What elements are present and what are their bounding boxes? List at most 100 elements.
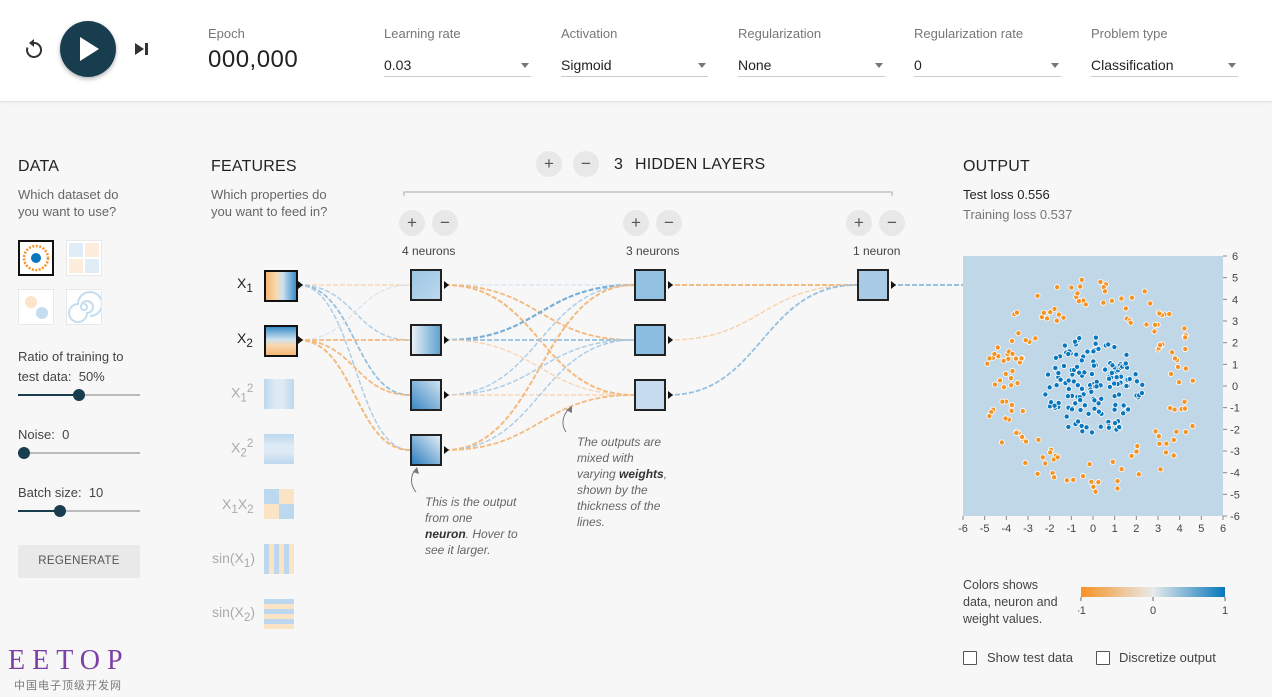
neuron-l3-1[interactable] (857, 269, 889, 301)
layer1-remove-neuron-button[interactable]: − (432, 210, 458, 236)
data-point (1078, 276, 1085, 283)
dataset-gaussian[interactable] (18, 289, 54, 325)
dataset-xor[interactable] (66, 240, 102, 276)
data-point (1015, 330, 1022, 337)
data-point (1098, 395, 1105, 402)
chevron-down-icon (1228, 63, 1236, 68)
remove-layer-button[interactable]: − (573, 151, 599, 177)
noise-value: 0 (62, 427, 70, 442)
batch-slider-track (18, 510, 140, 512)
regenerate-button[interactable]: REGENERATE (18, 545, 140, 578)
data-point (1095, 479, 1102, 486)
feature-box-x2-squared[interactable] (264, 434, 294, 464)
data-point (1069, 406, 1076, 413)
feature-box-x1[interactable] (264, 270, 298, 302)
weights-note: The outputs are mixed with varying weigh… (577, 435, 668, 529)
ratio-slider-knob[interactable] (73, 389, 85, 401)
data-point (1008, 375, 1015, 382)
feature-box-sin-x1[interactable] (264, 544, 294, 574)
layer3-add-neuron-button[interactable]: + (846, 210, 872, 236)
regularization-label: Regularization (738, 26, 822, 41)
output-title: OUTPUT (963, 158, 1030, 175)
feature-box-x2[interactable] (264, 325, 298, 357)
layer3-remove-neuron-button[interactable]: − (879, 210, 905, 236)
data-point (991, 350, 998, 357)
data-point (1105, 424, 1112, 431)
feature-label-sin-x2[interactable]: sin(X2) (212, 604, 256, 624)
ratio-slider[interactable] (18, 388, 140, 402)
activation-select[interactable]: Sigmoid (561, 55, 708, 77)
neuron-l2-2[interactable] (634, 324, 666, 356)
play-icon (80, 37, 99, 61)
dataset-circle[interactable] (18, 240, 54, 276)
noise-slider-knob[interactable] (18, 447, 30, 459)
data-point (1072, 400, 1079, 407)
add-layer-button[interactable]: + (536, 151, 562, 177)
data-point (1170, 452, 1177, 459)
data-point (1091, 405, 1098, 412)
batch-slider-knob[interactable] (54, 505, 67, 517)
neuron-l1-3[interactable] (410, 379, 442, 411)
neuron-l1-2[interactable] (410, 324, 442, 356)
batch-slider[interactable] (18, 504, 140, 518)
data-point (1047, 309, 1054, 316)
regularization-rate-value: 0 (914, 57, 922, 73)
data-point (1019, 434, 1026, 441)
data-point (1182, 428, 1189, 435)
discretize-output-checkbox[interactable] (1096, 651, 1110, 665)
neuron-l1-4[interactable] (410, 434, 442, 466)
feature-box-x1x2[interactable] (264, 489, 294, 519)
discretize-output-label[interactable]: Discretize output (1119, 650, 1216, 665)
arrow-icon (444, 446, 449, 454)
problem-type-select[interactable]: Classification (1091, 55, 1238, 77)
reset-icon[interactable] (24, 38, 44, 60)
link (297, 284, 411, 396)
data-point (1008, 407, 1015, 414)
data-point (986, 355, 993, 362)
data-point (1114, 485, 1121, 492)
feature-label-x2-squared[interactable]: X22 (231, 437, 254, 460)
feature-label-x2[interactable]: X2 (237, 330, 253, 350)
dataset-spiral[interactable] (66, 289, 103, 325)
layer2-add-neuron-button[interactable]: + (623, 210, 649, 236)
show-test-data-checkbox[interactable] (963, 651, 977, 665)
data-subtitle-line1: Which dataset do (18, 187, 119, 202)
layer1-add-neuron-button[interactable]: + (399, 210, 425, 236)
regularization-select[interactable]: None (738, 55, 885, 77)
feature-label-x1[interactable]: X1 (237, 275, 253, 295)
data-point (1090, 483, 1097, 490)
chevron-down-icon (875, 63, 883, 68)
link (667, 284, 858, 341)
spiral-dataset-icon (68, 291, 103, 323)
features-subtitle-line1: Which properties do (211, 187, 327, 202)
feature-label-x1-squared[interactable]: X12 (231, 382, 254, 405)
feature-label-x1x2[interactable]: X1X2 (222, 496, 254, 516)
data-point (1093, 383, 1100, 390)
data-point (1064, 393, 1071, 400)
regularization-value: None (738, 57, 772, 73)
feature-box-sin-x2[interactable] (264, 599, 294, 629)
feature-box-x1-squared[interactable] (264, 379, 294, 409)
data-point (1126, 376, 1133, 383)
data-point (1078, 357, 1085, 364)
neuron-l1-1[interactable] (410, 269, 442, 301)
neuron-l2-1[interactable] (634, 269, 666, 301)
feature-label-sin-x1[interactable]: sin(X1) (212, 550, 256, 570)
learning-rate-select[interactable]: 0.03 (384, 55, 531, 77)
data-point (1102, 366, 1109, 373)
data-point (1122, 305, 1129, 312)
data-point (1000, 384, 1007, 391)
data-point (994, 344, 1001, 351)
noise-slider[interactable] (18, 446, 140, 460)
show-test-data-label[interactable]: Show test data (987, 650, 1073, 665)
step-icon[interactable] (134, 41, 150, 57)
data-point (1088, 429, 1095, 436)
data-point (1134, 443, 1141, 450)
neuron-l2-3[interactable] (634, 379, 666, 411)
layer2-remove-neuron-button[interactable]: − (656, 210, 682, 236)
data-point (1054, 284, 1061, 291)
regularization-rate-select[interactable]: 0 (914, 55, 1061, 77)
data-point (1053, 382, 1060, 389)
play-button[interactable] (60, 21, 116, 77)
